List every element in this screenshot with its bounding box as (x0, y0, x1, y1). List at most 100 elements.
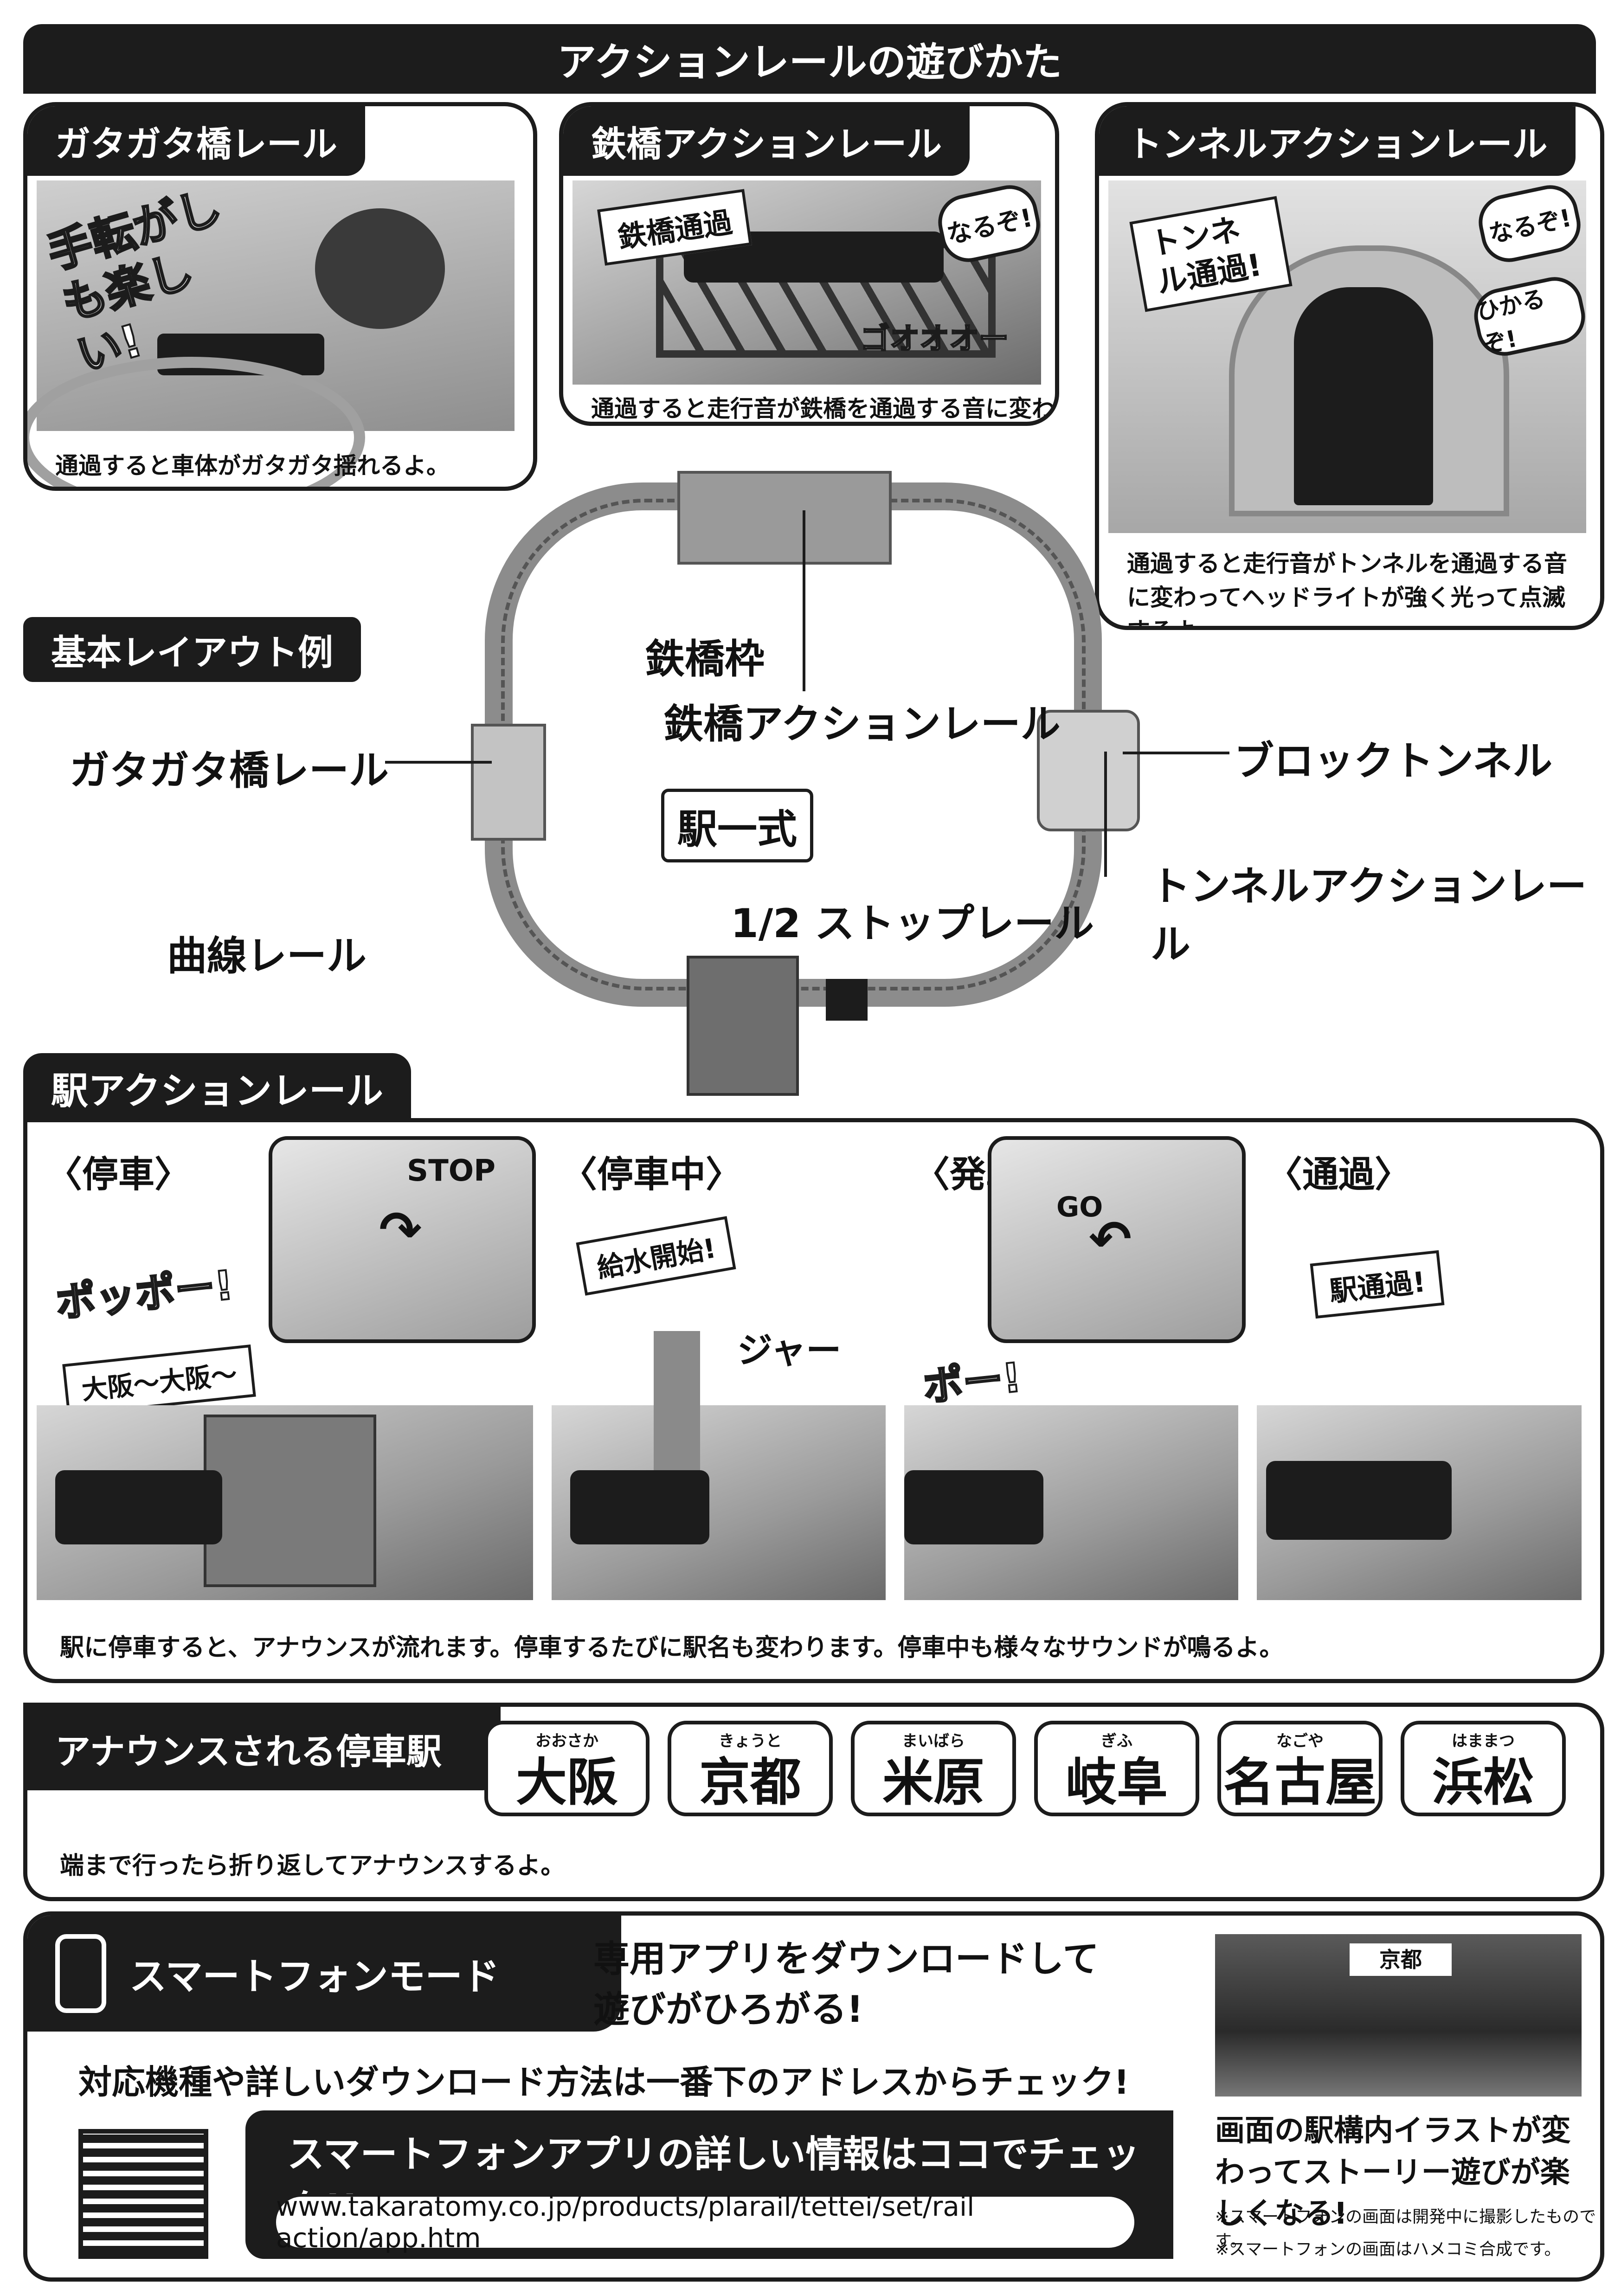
label-tunnel-rail: トンネルアクションレール (1151, 863, 1587, 968)
stations-panel: アナウンスされる停車駅 おおさか 大阪 きょうと 京都 まいばら 米原 ぎふ 岐… (23, 1703, 1604, 1901)
inset-text: STOP (407, 1154, 496, 1188)
page-title: アクションレールの遊びかた (23, 24, 1596, 94)
panel-title: ガタガタ橋レール (27, 106, 365, 176)
step-label: 〈通過〉 (1266, 1154, 1411, 1196)
stop-rail-block (826, 979, 868, 1021)
smartphone-title: スマートフォンモード (129, 1955, 500, 1998)
station-osaka: おおさか 大阪 (484, 1721, 650, 1816)
station-section-title: 駅アクションレール (23, 1053, 411, 1123)
pass-tag: 駅通過! (1310, 1250, 1445, 1319)
station-name: 米原 (882, 1753, 984, 1812)
qr-code (78, 2129, 208, 2259)
stations-title: アナウンスされる停車駅 (27, 1707, 501, 1790)
inset-box: STOP ↷ (269, 1136, 536, 1343)
station-caption: 駅に停車すると、アナウンスが流れます。停車するたびに駅名も変わります。停車中も様… (60, 1634, 1284, 1662)
station-reading: なごや (1276, 1732, 1324, 1750)
photo-tunnel: トンネル通過! なるぞ! ひかるぞ! (1108, 180, 1590, 533)
step-label: 〈停車中〉 (561, 1154, 742, 1196)
step-stopping: 〈停車中〉 給水開始! ジャー (552, 1136, 895, 1600)
note-composite: ※スマートフォンの画面はハメコミ合成です。 (1215, 2240, 1561, 2259)
label-bridge-frame: 鉄橋枠 (645, 636, 765, 682)
station-section-panel: 〈停車〉 STOP ↷ ポッポー! 大阪〜大阪〜 〈停車中〉 給水開始! ジャー… (23, 1118, 1604, 1683)
label-station-set: 駅一式 (661, 789, 813, 862)
step-label: 〈停車〉 (46, 1154, 191, 1196)
step-stop: 〈停車〉 STOP ↷ ポッポー! 大阪〜大阪〜 (37, 1136, 542, 1600)
locomotive (55, 1470, 222, 1544)
station-name: 京都 (699, 1753, 801, 1812)
photo-bridge: 鉄橋通過 ゴオオオー なるぞ! (572, 180, 1045, 385)
locomotive (904, 1470, 1043, 1544)
sfx-text: ポー! (920, 1353, 1024, 1412)
station-name: 岐阜 (1066, 1753, 1168, 1812)
panel-caption: 通過すると車体がガタガタ揺れるよ。 (55, 452, 450, 479)
photo-pass (1257, 1405, 1582, 1600)
panel-tunnel: トンネルアクションレール トンネル通過! なるぞ! ひかるぞ! 通過すると走行音… (1095, 102, 1604, 630)
station-reading: まいばら (902, 1732, 965, 1750)
label-block-tunnel: ブロックトンネル (1234, 738, 1553, 785)
child-figure (315, 208, 445, 329)
sfx-text: ポッポー! (53, 1261, 237, 1328)
leader-tunnel-rail (1104, 752, 1107, 877)
locomotive (570, 1470, 709, 1544)
station-hamamatsu: はままつ 浜松 (1401, 1721, 1566, 1816)
note-dev: ※スマートフォンの画面は開発中に撮影したものです。 (1215, 2207, 1596, 2251)
inset-text: GO (1056, 1191, 1103, 1223)
label-gatagata: ガタガタ橋レール (70, 747, 389, 794)
arrow-icon: ↷ (379, 1200, 422, 1260)
sound-badge: なるぞ! (933, 180, 1045, 267)
smartphone-tab: スマートフォンモード (27, 1916, 621, 2032)
station-building (204, 1415, 376, 1587)
tunnel-train (1294, 287, 1433, 505)
photo-stop (37, 1405, 533, 1600)
bridge-block (677, 471, 892, 565)
station-name: 名古屋 (1223, 1753, 1377, 1812)
smartphone-lead: 専用アプリをダウンロードして遊びがひろがる! (593, 1938, 1099, 2031)
water-tag: 給水開始! (576, 1216, 737, 1296)
photo-stopping (552, 1331, 886, 1600)
inset-box: GO ↶ (988, 1136, 1246, 1343)
station-reading: おおさか (535, 1732, 598, 1750)
photo-depart (904, 1405, 1238, 1600)
label-half-stop: 1/2 ストップレール (731, 900, 1094, 947)
label-curve: 曲線レール (167, 933, 367, 979)
layout-title: 基本レイアウト例 (23, 617, 361, 682)
panel-gatagata: ガタガタ橋レール 手転がしも楽しい! 通過すると車体がガタガタ揺れるよ。 (23, 102, 537, 491)
gatagata-block (471, 724, 546, 841)
sound-badge: なるぞ! (1473, 180, 1586, 267)
station-gifu: ぎふ 岐阜 (1034, 1721, 1199, 1816)
label-bridge-rail: 鉄橋アクションレール (663, 701, 1061, 747)
smartphone-check: 対応機種や詳しいダウンロード方法は一番下のアドレスからチェック! (78, 2063, 1129, 2102)
station-maibara: まいばら 米原 (851, 1721, 1016, 1816)
sfx-text: ジャー (737, 1330, 842, 1371)
station-nagoya: なごや 名古屋 (1217, 1721, 1383, 1816)
panel-caption: 通過すると走行音がトンネルを通過する音に変わってヘッドライトが強く光って点滅する… (1127, 550, 1567, 626)
panel-bridge: 鉄橋アクションレール 鉄橋通過 ゴオオオー なるぞ! 通過すると走行音が鉄橋を通… (559, 102, 1059, 426)
locomotive (1266, 1461, 1452, 1540)
station-name: 浜松 (1432, 1753, 1534, 1812)
leader-block-tunnel (1123, 752, 1229, 754)
arrow-icon: ↶ (1089, 1209, 1132, 1269)
side-caption: 画面の駅構内イラストが変わってストーリー遊びが楽しくなる! (1215, 2114, 1571, 2232)
banner-text: スマートフォンアプリの詳しい情報はココでチェック!! (287, 2133, 1140, 2230)
light-badge: ひかるぞ! (1469, 272, 1590, 361)
sfx-text: ゴオオオー (860, 322, 1010, 357)
smartphone-icon (55, 1934, 106, 2013)
station-reading: ぎふ (1101, 1732, 1132, 1750)
tunnel-block (1037, 710, 1140, 831)
station-block (687, 956, 799, 1096)
leader-gatagata (385, 761, 492, 764)
stations-caption: 端まで行ったら折り返してアナウンスするよ。 (60, 1852, 565, 1880)
station-reading: はままつ (1452, 1732, 1515, 1750)
station-reading: きょうと (719, 1732, 782, 1750)
station-kyoto: きょうと 京都 (668, 1721, 833, 1816)
panel-title: 鉄橋アクションレール (563, 106, 970, 176)
app-url-link[interactable]: www.takaratomy.co.jp/products/plarail/te… (273, 2191, 1137, 2254)
panel-caption: 通過すると走行音が鉄橋を通過する音に変わるよ。 (591, 395, 1055, 422)
smartphone-panel: スマートフォンモード 専用アプリをダウンロードして遊びがひろがる! 対応機種や詳… (23, 1911, 1604, 2282)
link-banner: スマートフォンアプリの詳しい情報はココでチェック!! www.takaratom… (245, 2110, 1173, 2259)
step-depart: 〈発車〉 GO ↶ ポー! (904, 1136, 1248, 1600)
panel-title: トンネルアクションレール (1099, 106, 1576, 176)
screen-station-sign: 京都 (1350, 1943, 1452, 1976)
leader-bridge (803, 510, 805, 691)
step-pass: 〈通過〉 駅通過! (1257, 1136, 1591, 1600)
